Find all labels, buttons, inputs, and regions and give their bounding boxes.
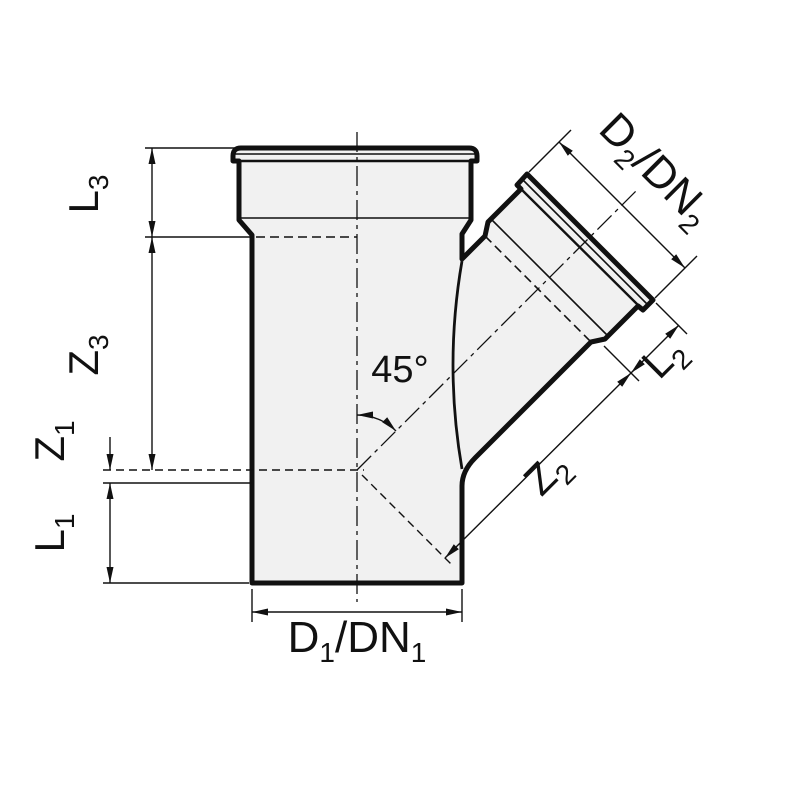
- arrowhead-arc-left: [357, 411, 373, 419]
- arrowhead-z1-down: [106, 454, 114, 470]
- arrowhead-l2-upper: [665, 325, 679, 339]
- fitting-outline: [230, 145, 656, 586]
- ext-line-branch-mouth: [655, 302, 688, 335]
- label-z1: Z1: [26, 420, 80, 461]
- arrowhead-z3-top: [148, 237, 156, 253]
- label-l3: L3: [60, 175, 114, 214]
- arrowhead-z2-lower: [445, 544, 459, 558]
- arrowhead-z2-upper: [617, 373, 631, 387]
- arrowhead-l1-bottom: [106, 567, 114, 583]
- arrowhead-d2-upper: [559, 142, 573, 156]
- ext-line-d2-lower: [654, 255, 698, 299]
- label-d1-dn1: D1/DN1: [288, 613, 427, 668]
- dim-line-d2: [558, 141, 686, 269]
- arrowhead-l1-top: [106, 483, 114, 499]
- ext-line-branch-socket-depth: [603, 345, 640, 382]
- label-l2: L2: [632, 326, 698, 392]
- centerlines: [356, 132, 637, 602]
- label-angle-45: 45°: [371, 349, 428, 391]
- arrowhead-l2-lower: [631, 359, 645, 373]
- label-l1: L1: [26, 514, 80, 553]
- arrowhead-z3-bottom: [148, 454, 156, 470]
- dim-line-z2: [444, 372, 632, 559]
- dimensions: [103, 129, 698, 622]
- arrowhead-d1-right: [446, 608, 462, 616]
- label-d2-dn2: D2/DN2: [586, 103, 723, 240]
- fitting-body: [230, 145, 656, 586]
- label-z2: Z2: [515, 442, 582, 509]
- arrowhead-arc-right: [382, 417, 396, 431]
- arrowhead-l3-bottom: [148, 221, 156, 237]
- arrowhead-l3-top: [148, 148, 156, 164]
- arrowhead-d1-left: [252, 608, 268, 616]
- ext-line-d2-upper: [528, 129, 572, 173]
- label-z3: Z3: [60, 334, 114, 375]
- ext-line-z2-reference: [361, 474, 452, 565]
- branch-axis-centerline: [356, 190, 637, 471]
- arrowhead-d2-lower: [671, 254, 685, 268]
- branch-intersection-curve: [451, 260, 464, 470]
